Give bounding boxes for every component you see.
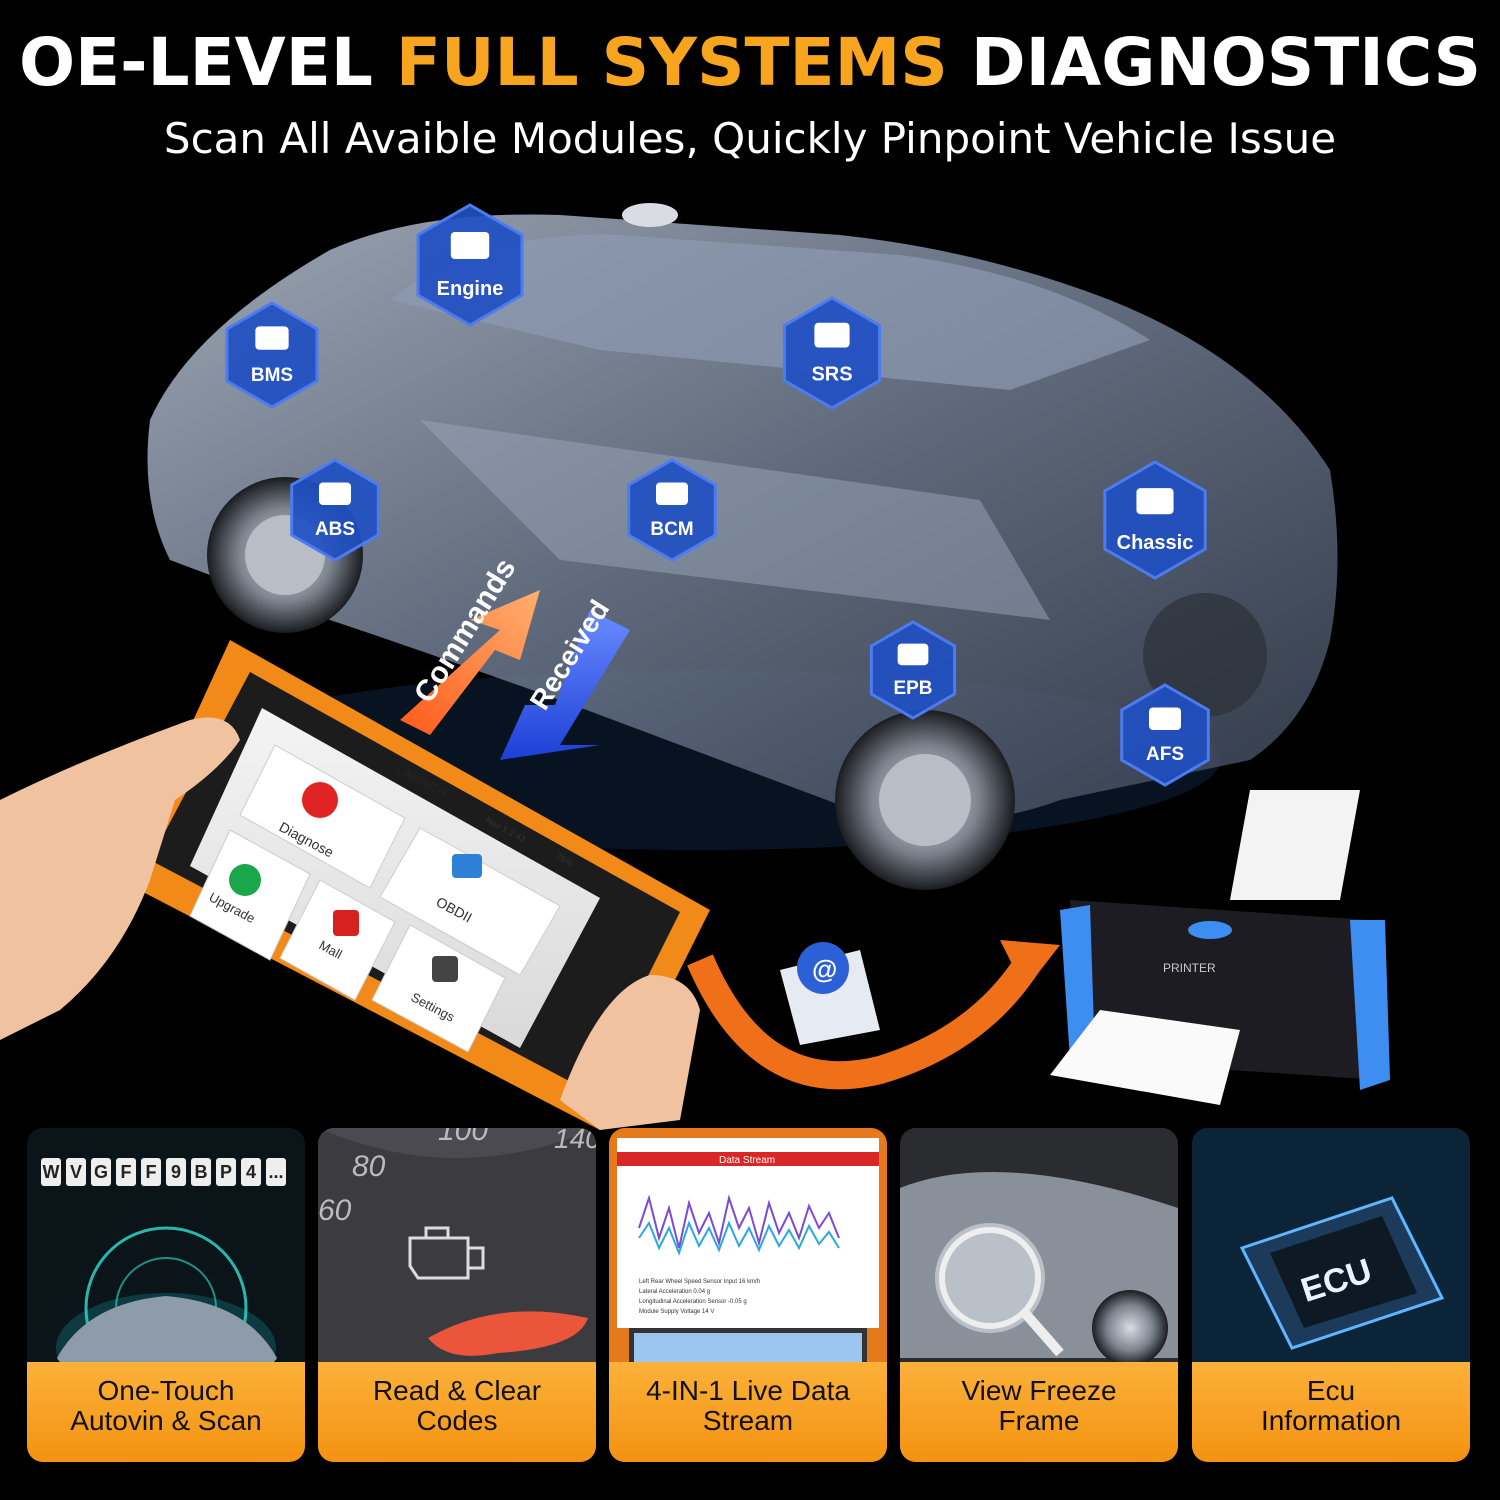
caption-line: Frame (998, 1405, 1080, 1436)
feature-tile-ecu: ECU Ecu Information (1192, 1128, 1470, 1462)
hands (0, 717, 700, 1130)
module-badge-srs: SRS (782, 296, 882, 410)
vin-character: G (91, 1158, 111, 1186)
module-badge-afs: AFS (1120, 683, 1210, 787)
feature-caption: View Freeze Frame (900, 1362, 1178, 1462)
app-tile-mall[interactable]: Mall (279, 879, 396, 1001)
vin-character: W (41, 1158, 61, 1186)
module-badge-epb: EPB (869, 620, 957, 720)
caption-line: Information (1260, 1405, 1402, 1436)
share-arrow (687, 952, 1042, 1090)
vin-character: F (141, 1158, 161, 1186)
feature-tile-live-data: Data Stream Left Rear Wheel Speed Sensor… (609, 1128, 887, 1462)
feature-caption: Ecu Information (1192, 1362, 1470, 1462)
axle-icon (1136, 488, 1174, 515)
feature-tile-freeze-frame: View Freeze Frame (900, 1128, 1178, 1462)
data-row: Lateral Acceleration 0.04 g (639, 1289, 710, 1295)
airbag-icon (814, 322, 850, 348)
vin-character: 9 (166, 1158, 186, 1186)
speedo-number: 60 (318, 1194, 352, 1227)
mall-icon (333, 910, 359, 936)
feature-caption: Read & Clear Codes (318, 1362, 596, 1462)
battery-icon (255, 326, 289, 350)
page-subtitle: Scan All Avaible Modules, Quickly Pinpoi… (163, 114, 1337, 163)
page-title: OE-LEVEL FULL SYSTEMS DIAGNOSTICS (0, 30, 1500, 96)
printer-label: PRINTER (1163, 961, 1216, 975)
upgrade-icon (229, 864, 261, 896)
speedo-number: 100 (438, 1128, 488, 1147)
vin-character: P (216, 1158, 236, 1186)
feature-caption: One-Touch Autovin & Scan (27, 1362, 305, 1462)
module-label: BCM (650, 519, 693, 540)
module-label: ABS (315, 519, 355, 540)
check-engine-icon (408, 1226, 485, 1280)
feature-tile-read-clear: 100 80 60 140 Read & Clear Codes (318, 1128, 596, 1462)
email-icon: @ (780, 942, 880, 1045)
headlight-icon (1149, 707, 1181, 730)
data-row: Longitudinal Acceleration Sensor -0.05 g (639, 1299, 747, 1305)
caption-line: Autovin & Scan (70, 1405, 262, 1436)
module-badge-bcm: BCM (627, 458, 717, 562)
magnifier-icon (939, 1227, 1041, 1329)
app-tile-obdii[interactable]: OBDII (379, 827, 561, 976)
module-label: Engine (437, 278, 504, 300)
data-stream-title: Data Stream (719, 1155, 775, 1166)
data-row: Left Rear Wheel Speed Sensor Input 16 km… (639, 1279, 760, 1285)
module-label: EPB (893, 678, 932, 699)
car-icon (897, 643, 929, 666)
caption-line: One-Touch (97, 1375, 235, 1406)
axle-icon (656, 482, 688, 505)
app-tile-settings[interactable]: Settings (371, 924, 506, 1053)
caption-line: Stream (702, 1405, 794, 1436)
module-label: AFS (1146, 744, 1184, 765)
vin-character: B (191, 1158, 211, 1186)
engine-icon (450, 232, 490, 259)
module-badge-chassic: Chassic (1103, 460, 1207, 580)
vin-character: 4 (241, 1158, 261, 1186)
app-tile-upgrade[interactable]: Upgrade (189, 829, 311, 961)
caption-line: Read & Clear (372, 1375, 542, 1406)
vin-character: V (66, 1158, 86, 1186)
speedo-number: 80 (352, 1150, 386, 1183)
data-row: Module Supply Voltage 14 V (639, 1309, 714, 1315)
gear-icon (432, 956, 458, 982)
feature-caption: 4-IN-1 Live Data Stream (609, 1362, 887, 1462)
caption-line: Codes (416, 1405, 498, 1436)
header: OE-LEVEL FULL SYSTEMS DIAGNOSTICS Scan A… (0, 30, 1500, 164)
title-highlight: FULL SYSTEMS (395, 24, 948, 101)
module-label: Chassic (1117, 532, 1194, 554)
vin-character: ... (266, 1158, 286, 1186)
vin-character: F (116, 1158, 136, 1186)
module-badge-engine: Engine (416, 203, 524, 327)
caption-line: 4-IN-1 Live Data (646, 1375, 850, 1406)
caption-line: View Freeze (961, 1375, 1117, 1406)
module-label: BMS (251, 365, 293, 386)
diagnose-icon (302, 782, 338, 818)
title-part-3: DIAGNOSTICS (970, 24, 1482, 101)
obd-icon (452, 854, 482, 878)
printer-illustration: PRINTER (1050, 790, 1390, 1105)
svg-text:@: @ (812, 954, 837, 984)
scan-tool-device: LAUNCH Nov 1 2:43 75% Diagnose Upgrade M… (120, 640, 710, 1130)
abs-icon (319, 482, 351, 505)
title-part-1: OE-LEVEL (18, 24, 373, 101)
car-illustration (147, 203, 1338, 890)
caption-line: Ecu (1306, 1375, 1356, 1406)
module-badge-bms: BMS (225, 301, 319, 409)
module-badge-abs: ABS (290, 458, 380, 562)
module-label: SRS (811, 364, 852, 386)
speedo-number: 140 (554, 1128, 596, 1154)
